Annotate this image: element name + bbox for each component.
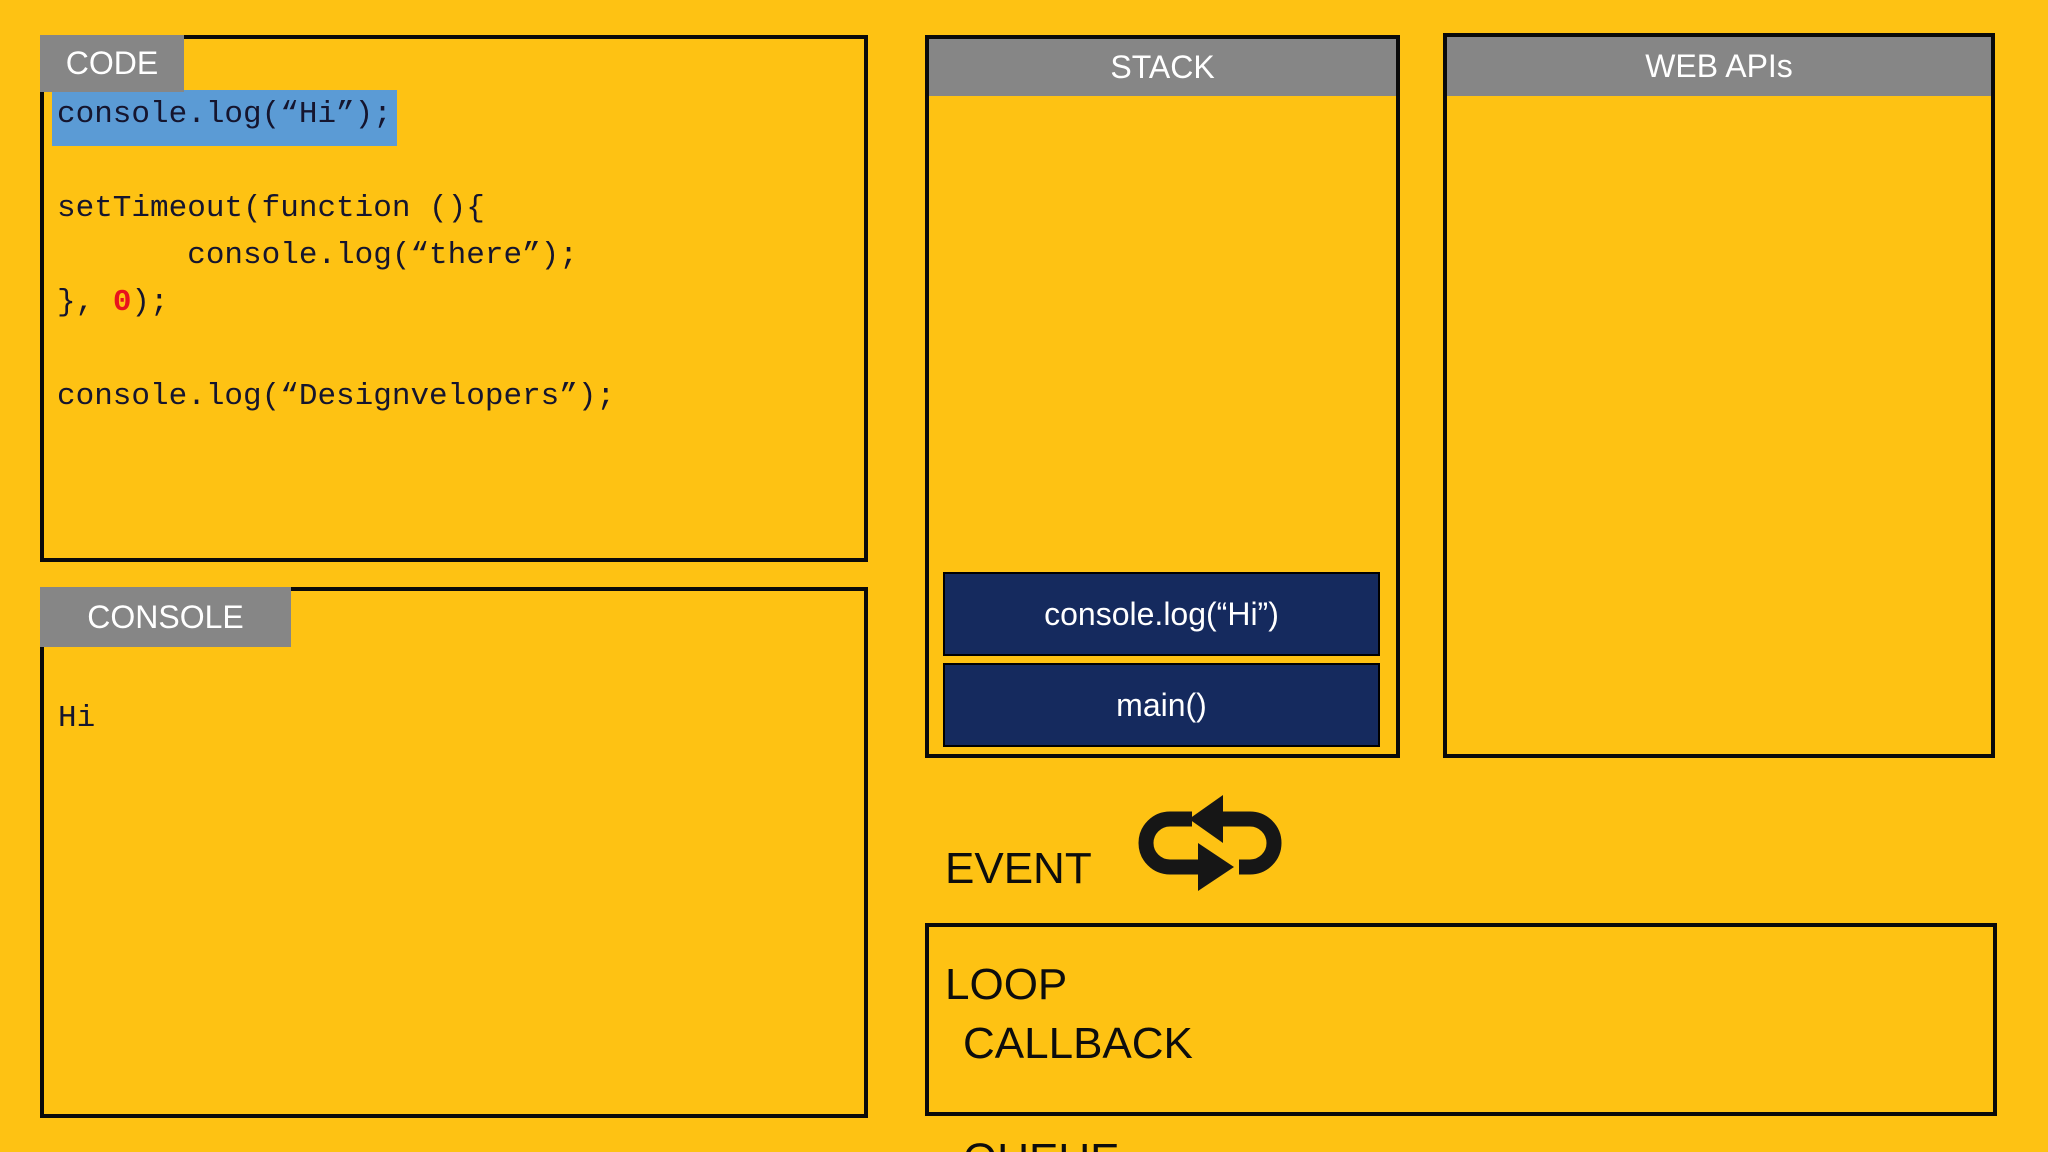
web-apis-panel-header: WEB APIs xyxy=(1447,37,1991,96)
code-panel: CODE console.log(“Hi”); setTimeout(functi… xyxy=(40,35,868,562)
highlighted-line-marker xyxy=(52,90,397,146)
code-line-1: console.log(“Hi”); xyxy=(57,97,392,132)
callback-queue-label-line1: CALLBACK xyxy=(963,1019,1193,1068)
stack-frame-main: main() xyxy=(943,663,1380,747)
callback-queue-label: CALLBACK QUEUE xyxy=(963,957,1193,1152)
stack-frame-label: console.log(“Hi”) xyxy=(1044,595,1279,632)
console-panel-tab-label: CONSOLE xyxy=(87,598,244,635)
event-loop-label-line1: EVENT xyxy=(945,844,1092,893)
callback-queue-label-line2: QUEUE xyxy=(963,1131,1193,1152)
timeout-zero-literal: 0 xyxy=(112,285,132,320)
stack-frame-label: main() xyxy=(1116,686,1207,723)
loop-arrows-icon xyxy=(1138,795,1282,891)
event-loop-label: EVENT LOOP xyxy=(945,782,1092,1072)
code-close-prefix: }, xyxy=(57,285,113,320)
callback-queue-panel: CALLBACK QUEUE xyxy=(925,923,1997,1152)
stack-panel-title: STACK xyxy=(1110,49,1215,85)
code-line-3: console.log(“there”); xyxy=(57,238,578,273)
code-close-suffix: ); xyxy=(131,285,169,320)
web-apis-panel-title: WEB APIs xyxy=(1645,48,1793,84)
code-panel-tab: CODE xyxy=(40,35,184,92)
event-loop-label-line2: LOOP xyxy=(945,960,1068,1009)
code-line-blank xyxy=(57,326,615,373)
code-line-5: console.log(“Designvelopers”); xyxy=(57,379,616,414)
code-line-2: setTimeout(function (){ xyxy=(57,191,485,226)
code-panel-tab-label: CODE xyxy=(65,45,159,81)
console-panel: CONSOLE Hi xyxy=(40,587,868,1118)
stack-panel-header: STACK xyxy=(929,39,1396,96)
code-line-4: }, 0); xyxy=(57,279,615,326)
code-line-blank xyxy=(57,138,615,185)
stack-panel: STACK console.log(“Hi”) main() xyxy=(925,35,1400,758)
web-apis-panel: WEB APIs xyxy=(1443,33,1995,758)
console-output-line: Hi xyxy=(58,701,96,736)
stack-frame-console-log: console.log(“Hi”) xyxy=(943,572,1380,656)
console-panel-tab: CONSOLE xyxy=(40,587,291,647)
code-listing: console.log(“Hi”); setTimeout(function ()… xyxy=(57,91,615,420)
